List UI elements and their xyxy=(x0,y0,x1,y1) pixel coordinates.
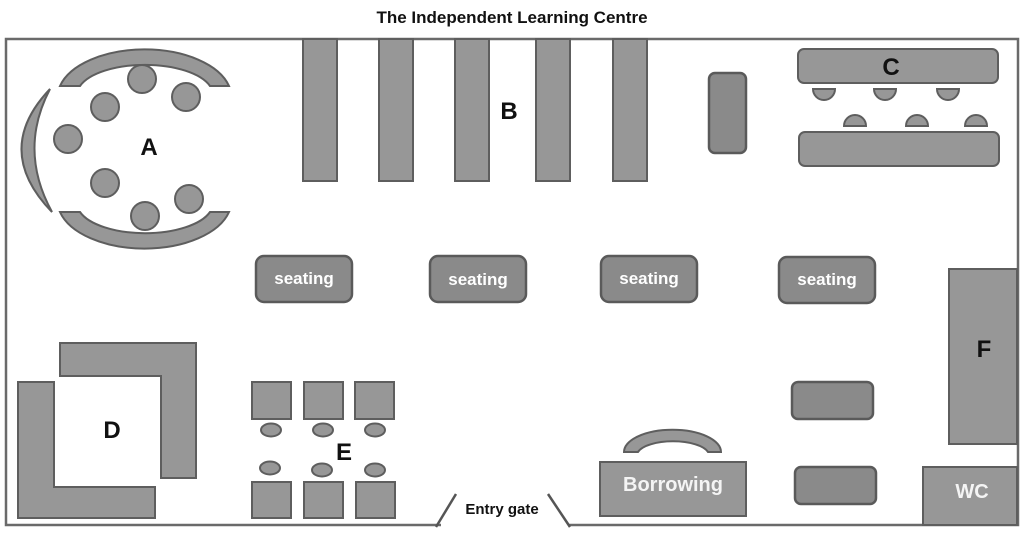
zone-d-label: D xyxy=(103,417,120,444)
seating-area xyxy=(777,255,877,305)
zone-a-sofa-bottom xyxy=(58,211,231,250)
wc-label: WC xyxy=(955,481,988,503)
zone-e-desk xyxy=(303,381,344,420)
zone-b-shelf xyxy=(454,38,490,182)
zone-a-stool xyxy=(174,184,204,214)
seating-row: seating seating seating seating xyxy=(254,254,877,305)
zone-e-desk xyxy=(354,381,395,420)
small-table xyxy=(790,380,875,421)
cabinet xyxy=(707,71,748,155)
zone-c-desk-top xyxy=(797,48,999,84)
zone-c-seat xyxy=(842,114,868,127)
zone-e-label: E xyxy=(336,439,352,466)
small-table xyxy=(793,465,878,506)
zone-f-label: F xyxy=(977,336,992,363)
zone-e-desk xyxy=(355,481,396,519)
seating-label: seating xyxy=(274,269,334,288)
diagram-title: The Independent Learning Centre xyxy=(376,8,647,27)
zone-d-desk-upper xyxy=(59,342,197,479)
zone-f: F xyxy=(948,268,1018,445)
zone-c: C xyxy=(797,48,1000,167)
zone-e-desk xyxy=(251,481,292,519)
borrowing-counter xyxy=(599,461,747,517)
zone-a-stool xyxy=(127,64,157,94)
zone-e-desk xyxy=(251,381,292,420)
seating-area xyxy=(599,254,699,304)
zone-a-stool xyxy=(90,168,120,198)
zone-a-stool xyxy=(171,82,201,112)
borrowing-label: Borrowing xyxy=(623,474,723,496)
zone-e-chair xyxy=(364,422,386,438)
zone-b-label: B xyxy=(500,98,517,125)
zone-b-shelf xyxy=(378,38,414,182)
zone-b: B xyxy=(302,38,648,182)
zone-d-desk-lower xyxy=(17,381,156,519)
zone-e-chair xyxy=(260,422,282,438)
zone-c-desk-bottom xyxy=(798,131,1000,167)
zone-c-seat xyxy=(811,88,837,101)
entry-gate-label: Entry gate xyxy=(465,501,538,518)
zone-a-stool xyxy=(90,92,120,122)
zone-c-seat xyxy=(872,88,898,101)
seating-label: seating xyxy=(448,270,508,289)
borrowing-chair xyxy=(622,428,723,453)
zone-a: A xyxy=(20,48,231,250)
zone-c-seat xyxy=(904,114,930,127)
zone-e-chair xyxy=(364,462,386,478)
borrowing-desk: Borrowing xyxy=(599,428,747,517)
zone-e-chair xyxy=(259,460,281,476)
seating-area xyxy=(254,254,354,304)
entry-gate: Entry gate xyxy=(434,493,572,528)
zone-b-shelf xyxy=(612,38,648,182)
zone-a-label: A xyxy=(140,134,157,161)
zone-b-shelf xyxy=(302,38,338,182)
zone-c-label: C xyxy=(882,54,899,81)
wc-block xyxy=(922,466,1018,526)
zone-e-chair xyxy=(312,422,334,438)
zone-a-stool xyxy=(130,201,160,231)
seating-label: seating xyxy=(619,269,679,288)
zone-e-desk xyxy=(303,481,344,519)
zone-b-shelf xyxy=(535,38,571,182)
wc: WC xyxy=(922,466,1018,526)
seating-label: seating xyxy=(797,270,857,289)
zone-a-sofa-top xyxy=(58,48,231,87)
zone-c-seat xyxy=(935,88,961,101)
zone-d: D xyxy=(17,342,197,519)
zone-a-stool xyxy=(53,124,83,154)
zone-f-block xyxy=(948,268,1018,445)
zone-e: E xyxy=(251,381,396,519)
zone-e-chair xyxy=(311,462,333,478)
entry-gate-right-door xyxy=(546,493,572,528)
zone-a-sofa-left xyxy=(20,88,53,213)
entry-gate-left-door xyxy=(434,493,458,528)
seating-area xyxy=(428,254,528,304)
zone-c-seat xyxy=(963,114,989,127)
